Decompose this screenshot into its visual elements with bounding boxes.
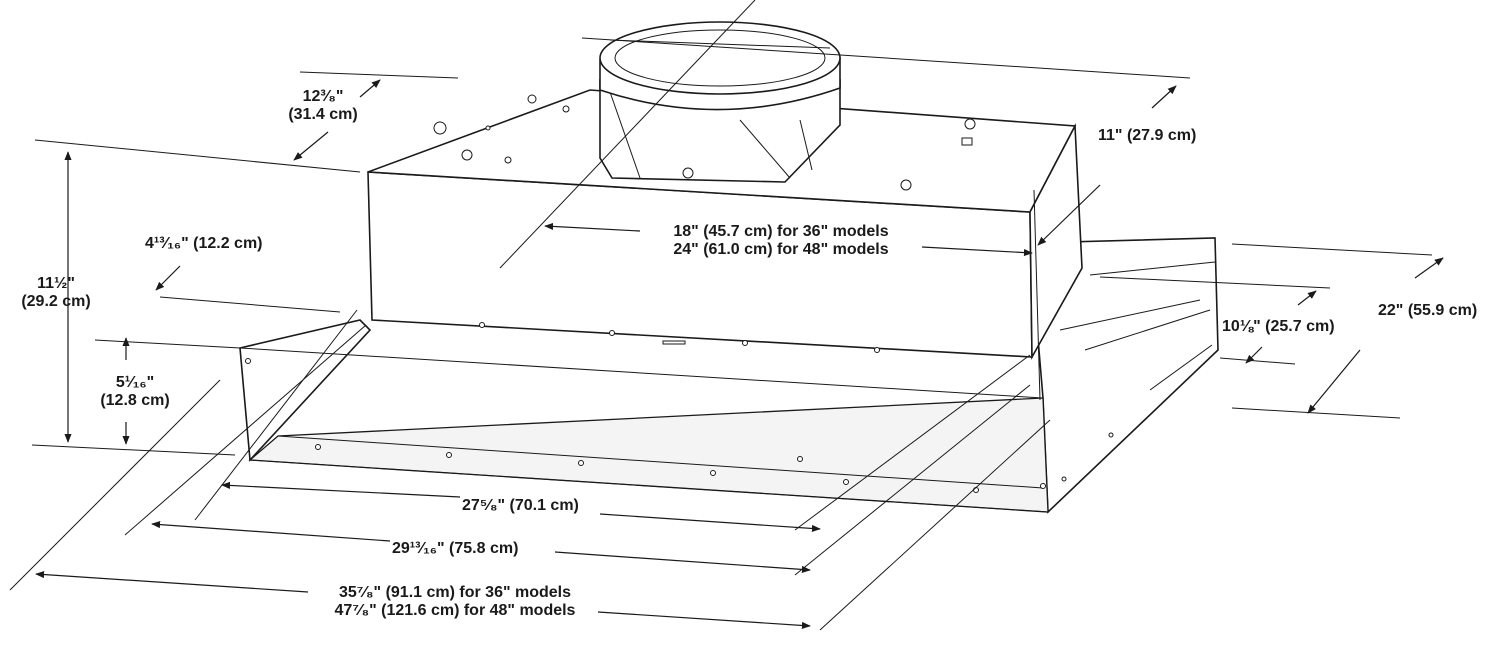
liner-inner-edge [1059,299,1201,331]
screw [578,460,584,466]
knockout [433,121,447,135]
arrow-duct-offset-down [1037,184,1101,246]
label-depth-top-metric: (31.4 cm) [288,106,358,123]
label-inner-width: 27⁵⁄₈" (70.1 cm) [462,497,579,514]
arrow-blower-width-left [544,222,641,232]
blower-facet-1 [609,91,641,179]
stud [527,94,537,104]
liner-bottom-surface [248,397,1049,513]
stud [964,118,976,130]
stud [461,149,473,161]
junction-box-knockout [961,137,973,146]
arrow-side-offset [155,265,181,291]
hood-drawing [239,21,1219,514]
arrow-liner-width-right [554,551,811,574]
screw [874,347,880,353]
arrow-blower-width-right [921,246,1033,257]
screw [609,330,615,336]
arrow-liner-width-left [151,520,391,542]
label-duct-offset: 11" (27.9 cm) [1098,127,1197,144]
screw [710,470,716,476]
arrow-inner-depth-up [1297,290,1317,306]
liner-front-edge-inner [277,435,1044,489]
liner-top-edge [239,347,1044,399]
knockout [562,105,570,113]
blower-facet-2 [739,119,791,179]
hood-box-right [1029,123,1083,360]
label-height-total-imperial: 11½" [37,275,75,292]
arrow-inner-width-right [599,513,821,533]
arrow-depth-top-down [293,131,329,161]
arrow-duct-offset-up [1151,85,1177,109]
screw [1108,432,1114,438]
label-inner-depth: 10⅛" (25.7 cm) [1222,318,1335,335]
label-blower-width-36: 18" (45.7 cm) for 36" models [673,223,889,240]
label-blower-width: 18" (45.7 cm) for 36" models 24" (61.0 c… [636,223,926,259]
label-height-total-metric: (29.2 cm) [21,293,91,310]
label-skirt-height-imperial: 5¹⁄₁₆" [115,374,155,391]
arrow-overall-width-left [35,570,309,593]
liner-back-edge [1089,261,1216,276]
knockout [504,156,512,164]
label-total-depth: 22" (55.9 cm) [1378,302,1478,319]
label-depth-top: 12³⁄₈" (31.4 cm) [258,88,388,124]
label-height-total: 11½" (29.2 cm) [8,275,104,311]
label-skirt-height: 5¹⁄₁₆" (12.8 cm) [80,374,190,410]
screw [797,456,803,462]
arrow-inner-depth-down [1245,346,1263,364]
label-skirt-height-metric: (12.8 cm) [100,392,170,409]
screw [973,487,979,493]
liner-front-edge [249,459,1049,513]
label-overall-width-48: 47⁷⁄₈" (121.6 cm) for 48" models [334,602,576,619]
filter-slot [662,340,686,345]
screw [479,322,485,328]
screw [245,358,251,364]
dimension-arrows [35,79,1444,630]
label-overall-width-36: 35⁷⁄₈" (91.1 cm) for 36" models [338,584,572,601]
liner-inner-edge-2 [1084,309,1211,351]
stud [682,167,694,179]
label-overall-width: 35⁷⁄₈" (91.1 cm) for 36" models 47⁷⁄₈" (… [300,584,610,620]
duct-collar-strap [609,39,831,49]
screw [742,340,748,346]
stud [900,179,912,191]
screw [1040,483,1046,489]
screw [1061,476,1067,482]
duct-collar [599,21,841,95]
screw [315,444,321,450]
screw [446,452,452,458]
label-liner-width: 29¹³⁄₁₆" (75.8 cm) [392,540,519,557]
blower-facet-3 [799,119,813,171]
liner-inner-edge-3 [1149,344,1213,391]
arrow-overall-width-right [597,611,811,630]
knockout [485,125,491,131]
arrow-depth-top-up [359,79,381,98]
label-depth-top-imperial: 12³⁄₈" [302,88,344,105]
screw [843,479,849,485]
label-side-offset: 4¹³⁄₁₆" (12.2 cm) [145,235,263,252]
arrow-total-depth-up [1414,257,1444,279]
liner-left-panel [239,319,372,462]
arrow-inner-width-left [221,481,461,498]
arrow-total-depth-down [1307,349,1361,414]
label-blower-width-48: 24" (61.0 cm) for 48" models [673,241,889,258]
duct-collar-inner [614,29,826,87]
extension-lines [9,0,1433,631]
